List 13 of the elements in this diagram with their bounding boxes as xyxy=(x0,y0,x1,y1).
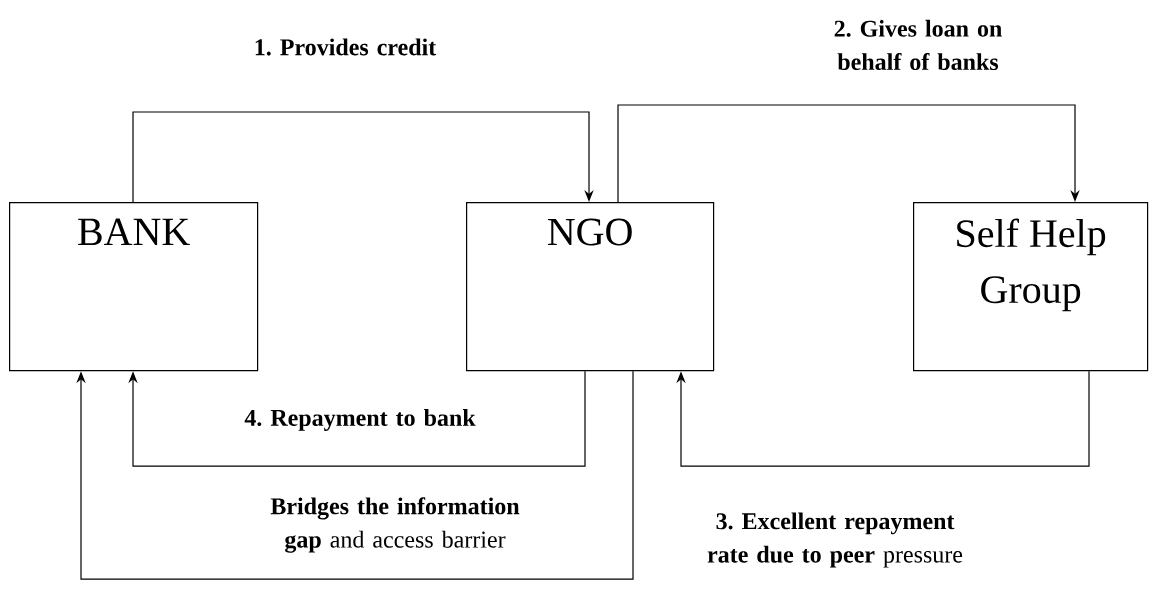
arrow xyxy=(676,370,1090,467)
process-box: Self Help Group xyxy=(913,202,1149,372)
arrow xyxy=(617,104,1080,203)
arrow xyxy=(76,370,634,580)
edge-label: 2. Gives loan on behalf of banks xyxy=(834,19,1002,71)
arrow xyxy=(128,370,586,467)
edge-label: 4. Repayment to bank xyxy=(244,409,476,431)
edge-label: Bridges the information gap and access barrier xyxy=(270,497,520,553)
process-box: NGO xyxy=(466,202,715,372)
edge-label: 1. Provides credit xyxy=(255,38,437,56)
arrow xyxy=(132,111,594,203)
edge-label: 3. Excellent repayment rate due to peer pressure xyxy=(707,512,963,568)
process-box: BANK xyxy=(9,202,259,372)
